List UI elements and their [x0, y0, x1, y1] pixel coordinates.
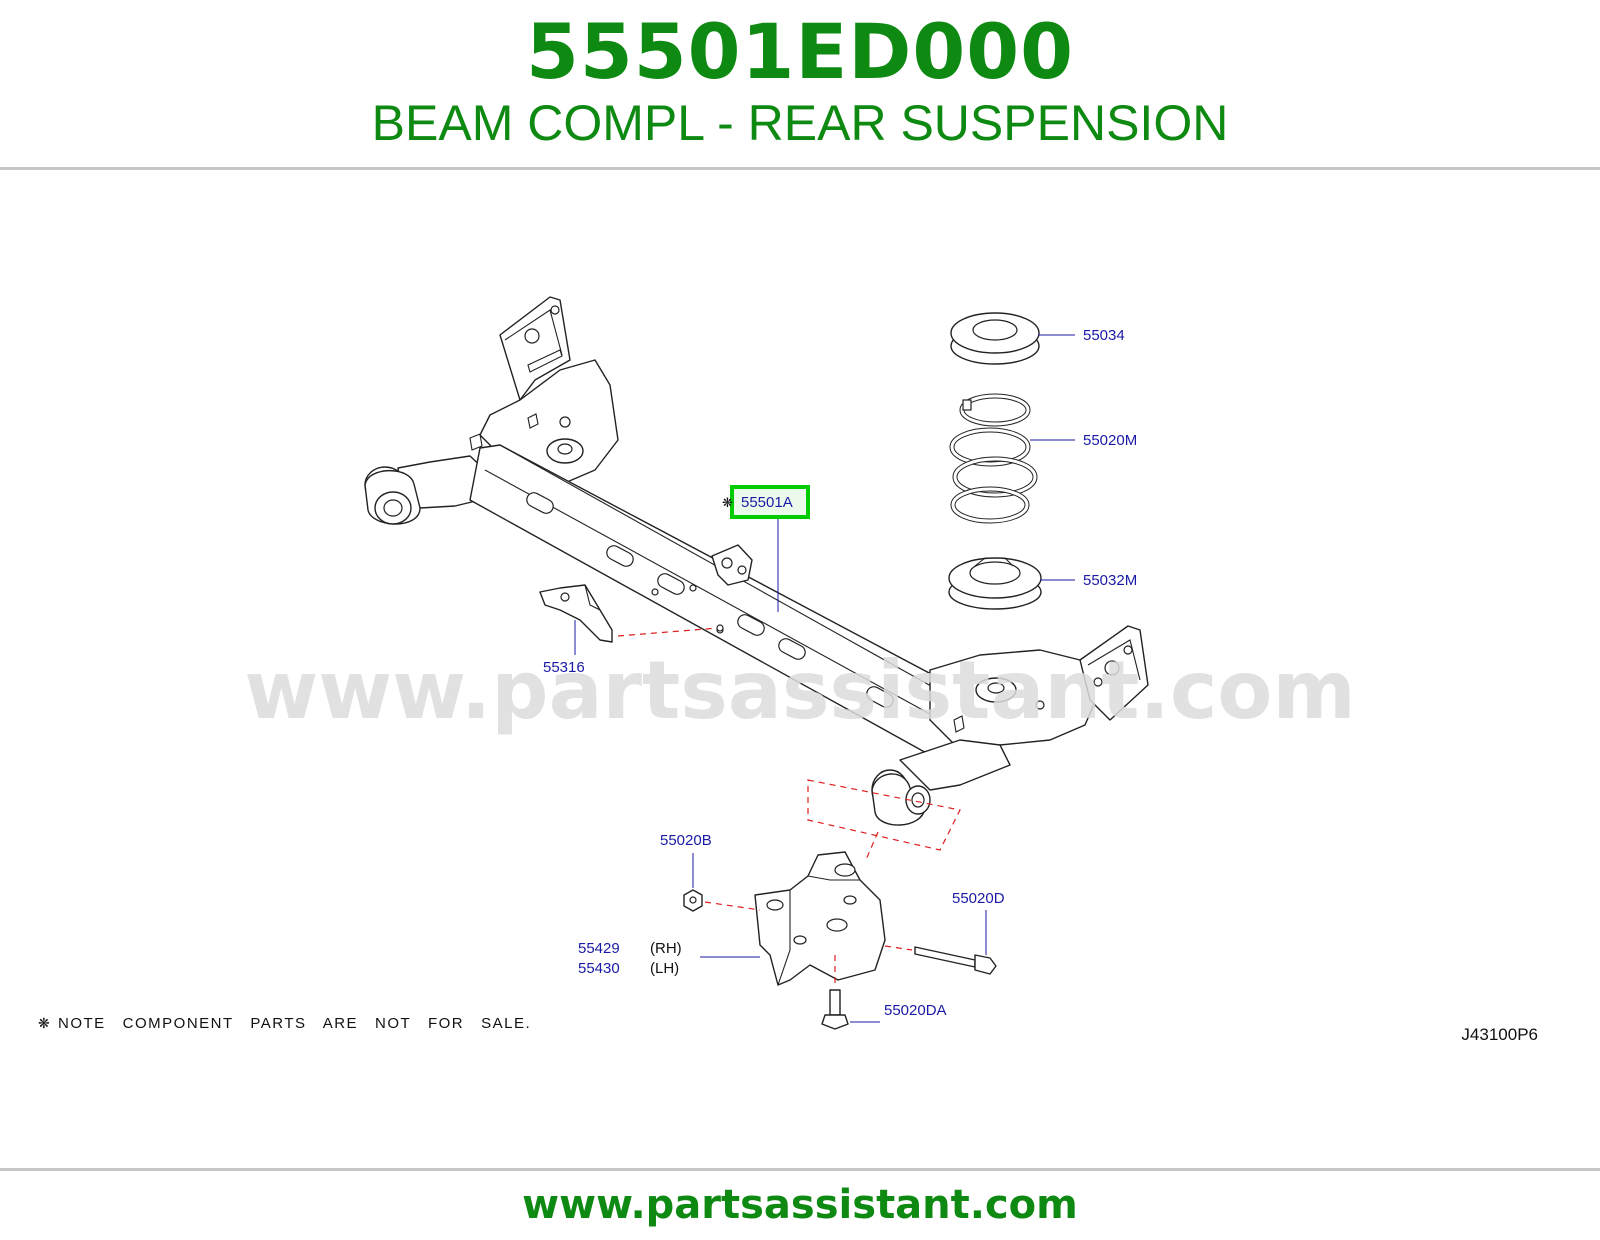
footer-divider [0, 1168, 1600, 1171]
watermark-text: www.partsassistant.com [244, 644, 1355, 737]
part-name-subtitle: BEAM COMPL - REAR SUSPENSION [371, 95, 1229, 151]
bracket-55316-drawing [539, 584, 724, 655]
callout-55429[interactable]: 55429 [578, 940, 620, 957]
footer-site-url[interactable]: www.partsassistant.com [522, 1182, 1078, 1228]
side-label-rh: (RH) [650, 940, 682, 957]
callout-55020B[interactable]: 55020B [660, 832, 712, 849]
note-text: NOTE COMPONENT PARTS ARE NOT FOR SALE. [58, 1015, 531, 1032]
header-divider [0, 167, 1600, 170]
callout-55020DA[interactable]: 55020DA [884, 1002, 947, 1019]
rear-beam-drawing [364, 296, 1149, 851]
lower-bracket-drawing [683, 831, 997, 1030]
note-symbol: ❋ [38, 1015, 50, 1031]
highlight-box-55501A [730, 485, 810, 519]
note-symbol-55501A: ❋ [722, 495, 733, 510]
spring-parts-drawing [948, 312, 1042, 610]
callout-55501A[interactable]: 55501A [741, 494, 793, 511]
parts-diagram: www.partsassistant.com ❋ 55034 55020M 55… [38, 296, 1538, 1044]
drawing-code: J43100P6 [1461, 1025, 1538, 1044]
side-label-lh: (LH) [650, 960, 679, 977]
callout-55020M[interactable]: 55020M [1083, 432, 1137, 449]
callout-55034[interactable]: 55034 [1083, 327, 1125, 344]
callout-55316[interactable]: 55316 [543, 659, 585, 676]
page-header: 55501ED000 BEAM COMPL - REAR SUSPENSION [0, 0, 1600, 170]
part-number-title: 55501ED000 [525, 7, 1075, 96]
callout-55032M[interactable]: 55032M [1083, 572, 1137, 589]
callout-55020D[interactable]: 55020D [952, 890, 1005, 907]
callout-55430[interactable]: 55430 [578, 960, 620, 977]
